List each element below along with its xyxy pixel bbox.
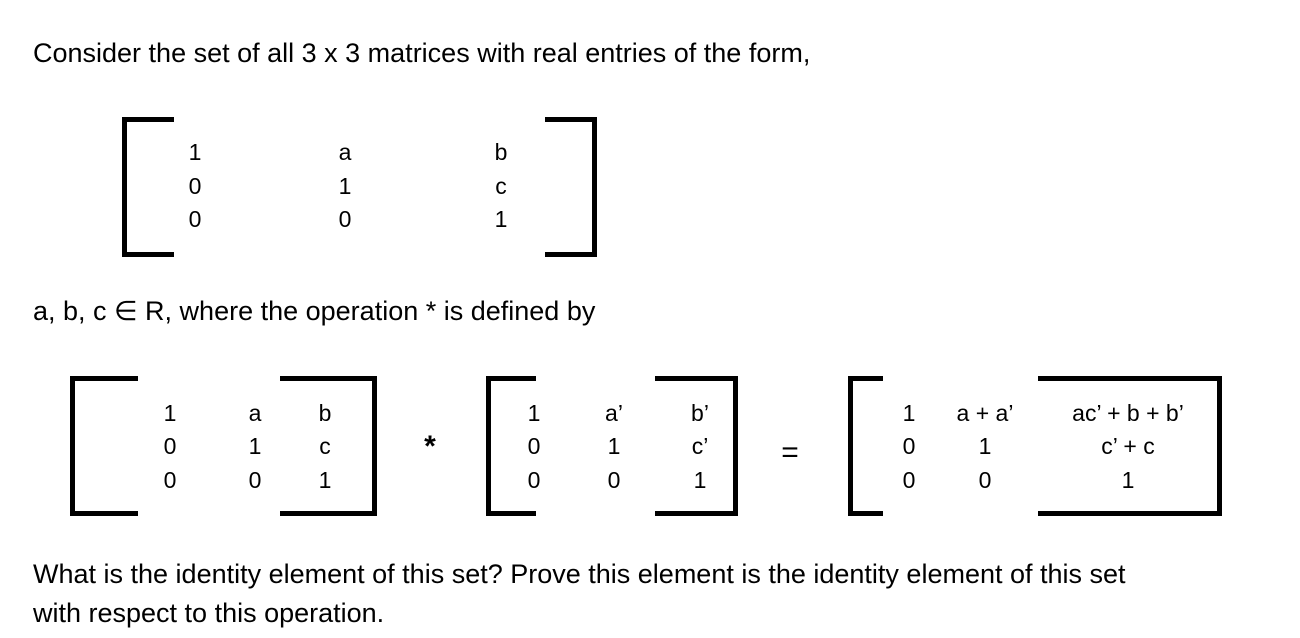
matrix-cell: 1 [163,400,177,426]
right-bracket [280,376,377,516]
matrix-cell: 0 [338,206,352,232]
right-bracket [655,376,738,516]
matrix-cell: 1 [338,173,352,199]
matrix-cell: 0 [248,467,262,493]
matrix-cell: b [318,400,332,426]
matrix-cell: 0 [163,433,177,459]
matrix-cell: 1 [607,433,621,459]
matrix-cell: 0 [163,467,177,493]
operator-symbol: * [424,430,436,463]
matrix-cell: 1 [494,206,508,232]
matrix-cell: a + a’ [956,400,1014,426]
matrix-cell: b’ [691,400,709,426]
matrix-cell: 0 [188,206,202,232]
question-line-2: with respect to this operation. [33,598,385,628]
matrix-cell: b [494,139,508,165]
left-bracket [486,376,536,516]
matrix-cell: 0 [527,433,541,459]
matrix-cell: c’ [691,433,709,459]
left-bracket [70,376,138,516]
matrix-cell: 1 [318,467,332,493]
matrix-cell: c [495,173,507,199]
matrix-cell: 1 [902,400,916,426]
matrix-cell: a [248,400,262,426]
matrix-cell: 1 [527,400,541,426]
right-bracket [1038,376,1222,516]
matrix-cell: 0 [188,173,202,199]
condition-text: a, b, c ∈ R, where the operation * is de… [33,296,596,326]
matrix-cell: 1 [693,467,707,493]
intro-text: Consider the set of all 3 x 3 matrices w… [33,38,811,68]
question-line-1: What is the identity element of this set… [33,559,1126,589]
matrix-cell: 0 [902,433,916,459]
left-bracket [122,117,174,257]
matrix-cell: 0 [607,467,621,493]
left-bracket [848,376,883,516]
matrix-cell: 0 [527,467,541,493]
matrix-cell: 1 [248,433,262,459]
matrix-cell: 1 [188,139,202,165]
matrix-cell: ac’ + b + b’ [1072,400,1184,426]
equals-symbol: = [781,436,799,469]
matrix-cell: a [338,139,352,165]
matrix-cell: c [319,433,331,459]
matrix-cell: a’ [605,400,623,426]
matrix-cell: 0 [978,467,992,493]
matrix-cell: 0 [902,467,916,493]
matrix-cell: 1 [978,433,992,459]
matrix-cell: 1 [1121,467,1135,493]
right-bracket [545,117,597,257]
matrix-cell: c’ + c [1101,433,1155,459]
